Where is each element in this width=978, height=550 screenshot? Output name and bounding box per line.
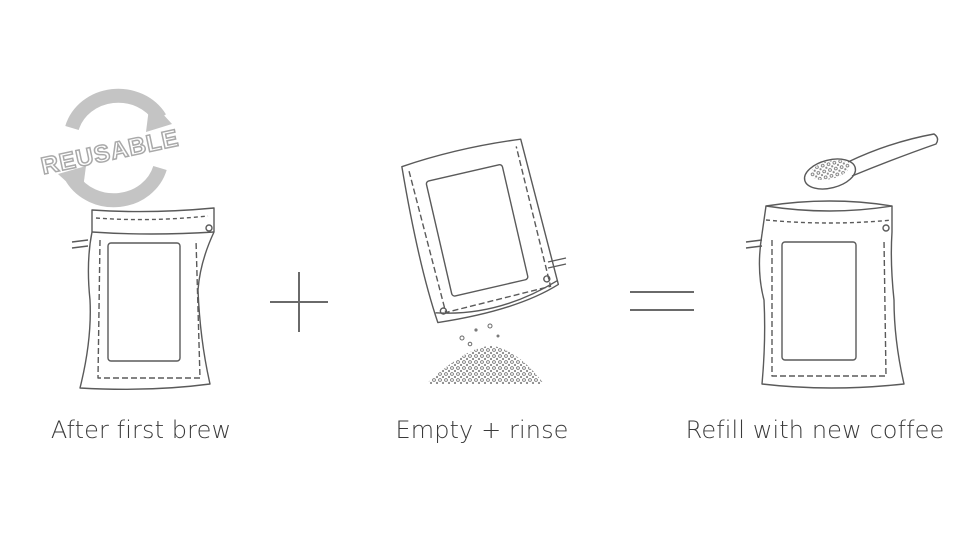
reusable-badge-icon: REUSABLE [38,88,182,208]
spoon-icon [803,133,939,190]
pouch-emptying-icon [401,138,567,324]
equals-sign [630,291,694,311]
plus-sign [270,272,328,332]
pouch-used-icon [71,207,215,391]
step-label-after-first-brew: After first brew [50,416,232,444]
step-label-empty-rinse: Empty + rinse [395,416,569,444]
step-label-refill: Refill with new coffee [685,416,945,444]
pouch-refill-icon [745,200,905,389]
coffee-grounds-icon [426,323,544,384]
